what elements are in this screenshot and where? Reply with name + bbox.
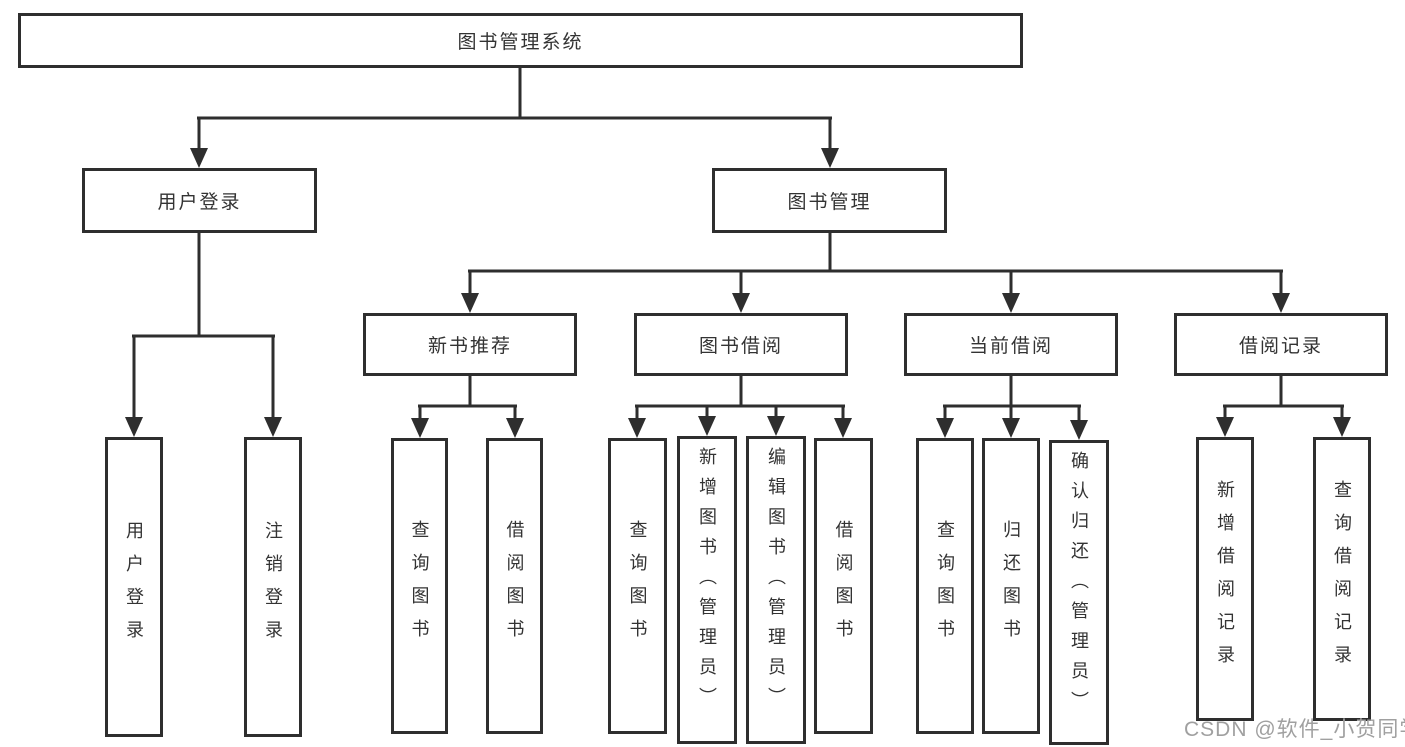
leaf-logout: 注销登录 [244, 437, 302, 737]
node-borrow-records: 借阅记录 [1174, 313, 1388, 376]
leaf-confirm-return-admin: 确认归还（管理员） [1049, 440, 1109, 745]
node-book-management: 图书管理 [712, 168, 947, 233]
csdn-watermark: CSDN @软件_小贺同学 [1184, 718, 1405, 741]
leaf-query-books-borrow: 查询图书 [608, 438, 667, 734]
node-book-borrow: 图书借阅 [634, 313, 848, 376]
node-user-login: 用户登录 [82, 168, 317, 233]
leaf-query-borrow-record: 查询借阅记录 [1313, 437, 1371, 721]
leaf-borrow-books-recommend: 借阅图书 [486, 438, 543, 734]
node-new-book-recommend: 新书推荐 [363, 313, 577, 376]
node-root: 图书管理系统 [18, 13, 1023, 68]
arrowheads [125, 148, 1351, 440]
leaf-add-borrow-record: 新增借阅记录 [1196, 437, 1254, 721]
leaf-borrow-books: 借阅图书 [814, 438, 873, 734]
connector-lines [132, 68, 1344, 422]
leaf-edit-books-admin: 编辑图书（管理员） [746, 436, 806, 744]
leaf-user-login: 用户登录 [105, 437, 163, 737]
leaf-query-books-current: 查询图书 [916, 438, 974, 734]
leaf-add-books-admin: 新增图书（管理员） [677, 436, 737, 744]
leaf-return-books: 归还图书 [982, 438, 1040, 734]
leaf-query-books-recommend: 查询图书 [391, 438, 448, 734]
node-current-borrow: 当前借阅 [904, 313, 1118, 376]
